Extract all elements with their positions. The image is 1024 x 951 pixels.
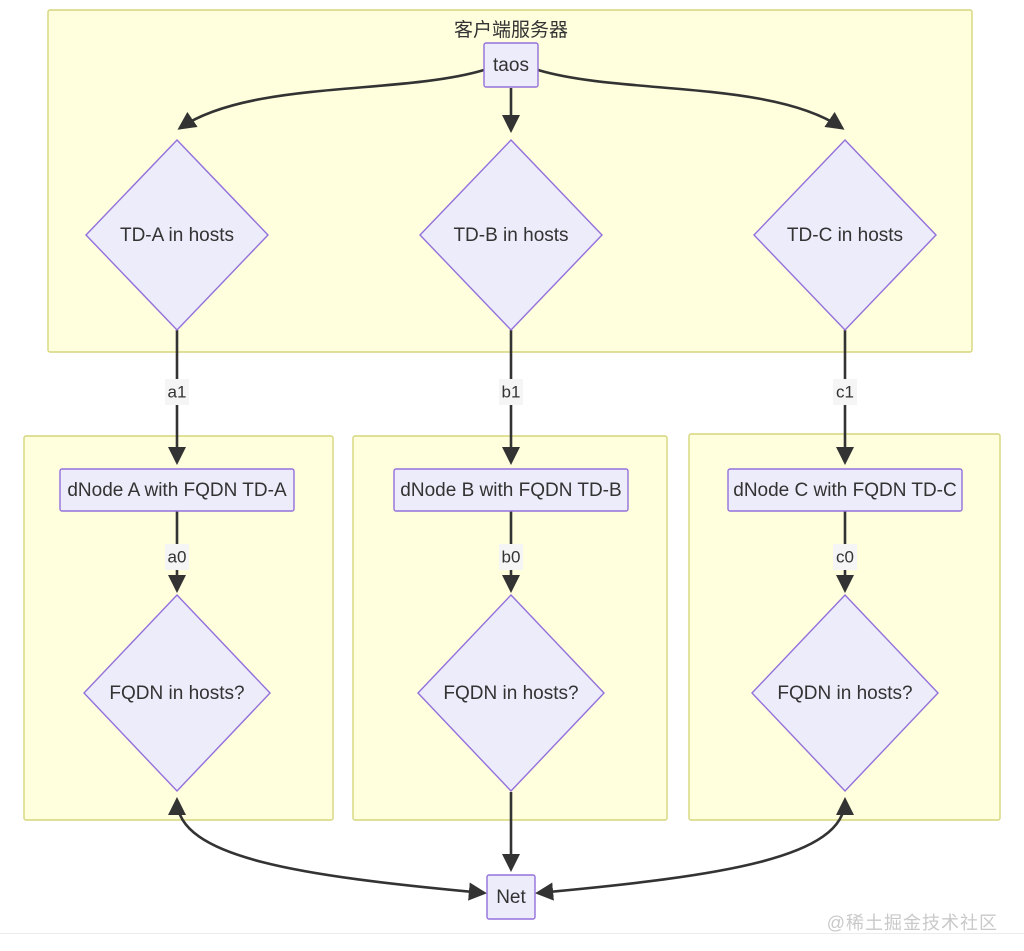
node-dnodea[interactable]: dNode A with FQDN TD-A	[59, 468, 295, 512]
node-diamond-tda[interactable]	[85, 138, 269, 332]
node-dnodeb[interactable]: dNode B with FQDN TD-B	[393, 468, 629, 512]
edge-label-a1: a1	[165, 379, 189, 405]
edge-label-c0: c0	[833, 544, 857, 570]
node-label-dnodeb: dNode B with FQDN TD-B	[400, 480, 621, 501]
node-diamond-fqdnb[interactable]	[417, 593, 605, 793]
node-rect-dnodeb[interactable]	[393, 468, 629, 512]
edge-label-bg-b0	[499, 544, 523, 570]
edge-label-bg-c0	[833, 544, 857, 570]
edge-label-text-c0: c0	[836, 547, 854, 566]
edge-label-text-b1: b1	[502, 382, 521, 401]
edge-label-b1: b1	[499, 379, 523, 405]
node-rect-taos[interactable]	[483, 42, 539, 88]
node-rect-dnodea[interactable]	[59, 468, 295, 512]
node-diamond-tdb[interactable]	[419, 138, 603, 332]
edge-taos-to-tda	[177, 68, 485, 130]
node-diamond-fqdna[interactable]	[83, 593, 271, 793]
edge-label-c1: c1	[833, 379, 857, 405]
node-taos[interactable]: taos	[483, 42, 539, 88]
node-fqdnb[interactable]: FQDN in hosts?	[417, 593, 605, 793]
edge-fqdna-to-net	[167, 796, 488, 901]
node-fqdna[interactable]: FQDN in hosts?	[83, 593, 271, 793]
edge-label-text-b0: b0	[502, 547, 521, 566]
node-label-fqdnc: FQDN in hosts?	[777, 683, 912, 704]
edge-label-bg-a1	[165, 379, 189, 405]
node-rect-dnodec[interactable]	[727, 468, 963, 512]
watermark-label: @稀土掘金技术社区	[826, 913, 998, 933]
footer-divider	[0, 933, 1024, 934]
node-diamond-fqdnc[interactable]	[751, 593, 939, 793]
footer-strip	[0, 934, 1024, 951]
node-net[interactable]: Net	[486, 874, 536, 920]
node-tda[interactable]: TD-A in hosts	[85, 138, 269, 332]
node-label-tdc: TD-C in hosts	[787, 225, 903, 246]
edge-label-text-a0: a0	[168, 547, 187, 566]
cluster-title-client-server: 客户端服务器	[454, 19, 568, 41]
edge-label-a0: a0	[165, 544, 189, 570]
edge-label-text-c1: c1	[836, 382, 854, 401]
edge-label-bg-a0	[165, 544, 189, 570]
edge-label-b0: b0	[499, 544, 523, 570]
node-label-taos: taos	[493, 55, 529, 76]
node-rect-net[interactable]	[486, 874, 536, 920]
edge-fqdnc-to-net	[534, 796, 855, 901]
node-label-dnodea: dNode A with FQDN TD-A	[67, 480, 287, 501]
node-label-dnodec: dNode C with FQDN TD-C	[733, 480, 956, 501]
edge-label-text-a1: a1	[168, 382, 187, 401]
node-label-fqdnb: FQDN in hosts?	[443, 683, 578, 704]
edge-taos-to-tdc	[537, 68, 845, 130]
node-diamond-tdc[interactable]	[753, 138, 937, 332]
node-tdb[interactable]: TD-B in hosts	[419, 138, 603, 332]
node-fqdnc[interactable]: FQDN in hosts?	[751, 593, 939, 793]
edge-label-bg-b1	[499, 379, 523, 405]
node-label-tdb: TD-B in hosts	[453, 225, 568, 246]
node-label-fqdna: FQDN in hosts?	[109, 683, 244, 704]
node-label-tda: TD-A in hosts	[120, 225, 234, 246]
node-tdc[interactable]: TD-C in hosts	[753, 138, 937, 332]
edge-label-bg-c1	[833, 379, 857, 405]
node-dnodec[interactable]: dNode C with FQDN TD-C	[727, 468, 963, 512]
node-label-net: Net	[496, 887, 526, 908]
